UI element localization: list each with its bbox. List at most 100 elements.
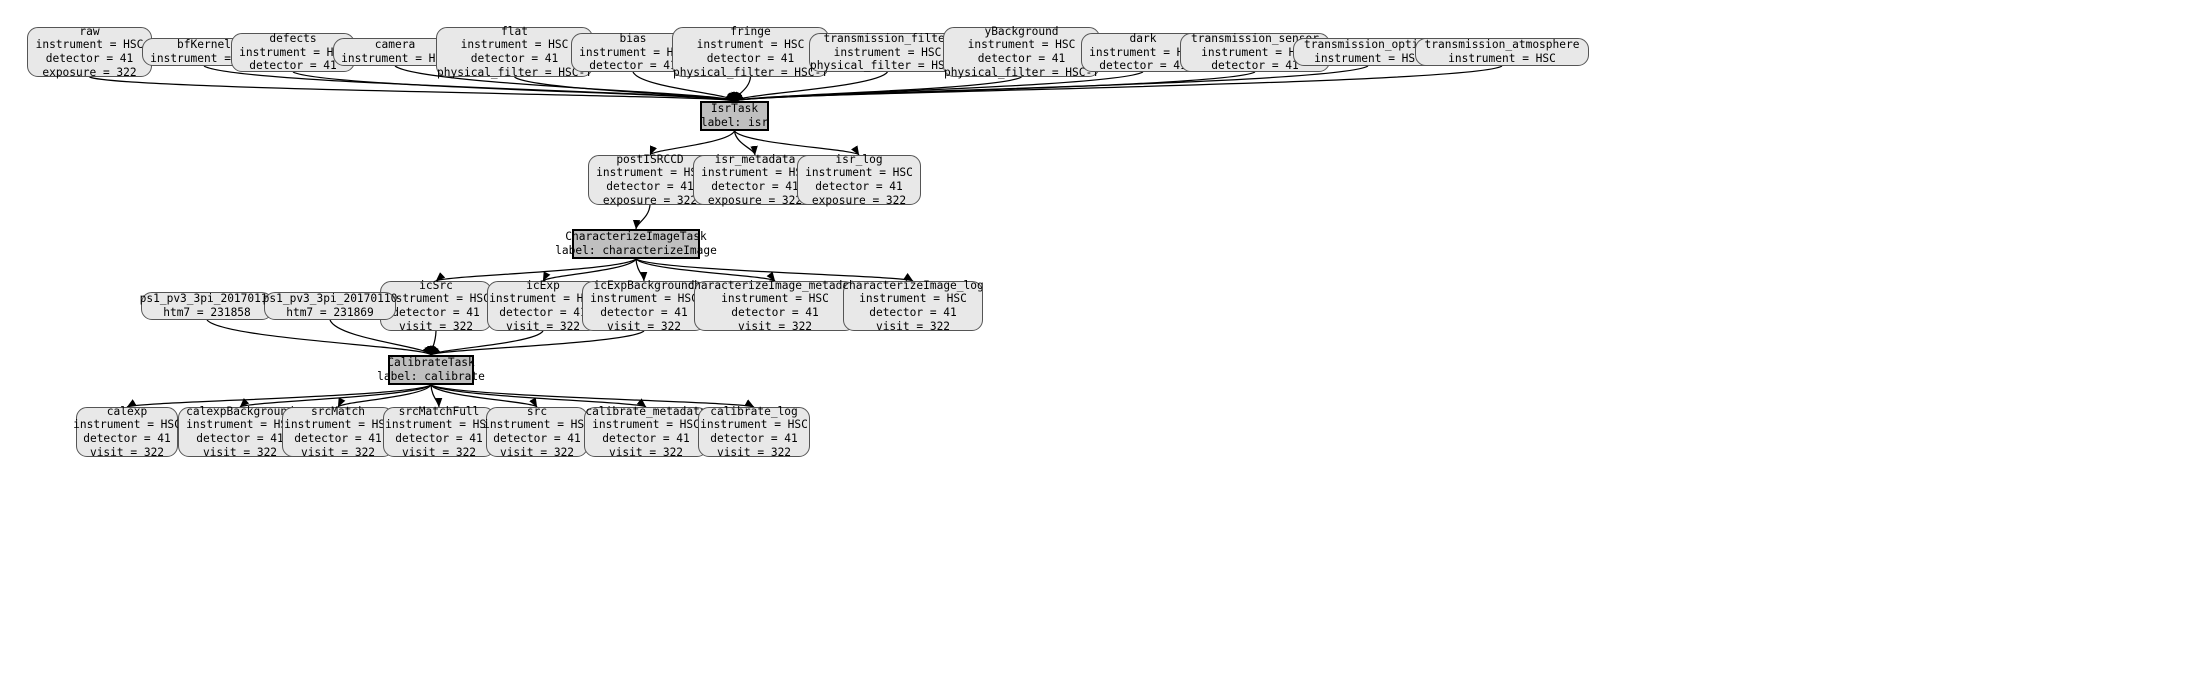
node-title: calexpBackground xyxy=(186,404,294,418)
node-title: IsrTask xyxy=(710,102,759,116)
node-title: calexp xyxy=(106,404,148,418)
node-dimension: instrument = HSC xyxy=(967,38,1076,52)
node-dimension: detector = 41 xyxy=(600,306,688,319)
node-dimension: detector = 41 xyxy=(731,306,819,319)
node-dimension: instrument = HSC xyxy=(859,292,967,306)
edge-yBackground-to-IsrTask xyxy=(734,76,1022,102)
node-dimension: visit = 322 xyxy=(606,319,682,333)
node-title: transmission_atmosphere xyxy=(1424,38,1580,52)
node-dimension: detector = 41 xyxy=(815,180,903,193)
node-dimension: label: calibrate xyxy=(377,370,485,383)
node-dimension: visit = 322 xyxy=(505,319,581,333)
edge-CharacterizeImageTask-to-icSrc xyxy=(435,258,637,282)
edge-fringe-to-IsrTask xyxy=(731,76,752,102)
node-title: transmission_optics xyxy=(1304,38,1432,52)
node-dimension: instrument = HSC xyxy=(1201,45,1309,59)
node-dimension: detector = 41 xyxy=(1099,59,1187,73)
node-title: defects xyxy=(269,32,317,46)
node-title: calibrate_metadata xyxy=(585,404,707,418)
node-title: bias xyxy=(619,32,647,46)
edge-CalibrateTask-to-calibrate_metadata xyxy=(430,384,647,408)
node-dimension: instrument = HSC xyxy=(460,38,569,52)
node-dimension: visit = 322 xyxy=(300,445,376,459)
edge-CalibrateTask-to-srcMatchFull xyxy=(430,384,443,408)
node-dimension: detector = 41 xyxy=(869,306,957,319)
node-dimension: instrument = HSC xyxy=(1448,52,1556,65)
edge-IsrTask-to-postISRCCD xyxy=(649,130,736,156)
node-dimension: detector = 41 xyxy=(83,432,171,445)
node-dimension: detector = 41 xyxy=(392,306,480,319)
node-dimension: detector = 41 xyxy=(589,59,677,73)
node-title: CalibrateTask xyxy=(387,356,475,370)
node-title: icExpBackground xyxy=(593,278,695,292)
node-title: ps1_pv3_3pi_20170110 xyxy=(262,292,398,306)
node-dimension: htm7 = 231858 xyxy=(163,306,251,319)
node-dimension: physical_filter = HSC-Y xyxy=(437,65,592,79)
edge-CharacterizeImageTask-to-icExpBackground xyxy=(635,258,648,282)
node-dimension: instrument = HSC xyxy=(700,418,808,432)
node-title: calibrate_log xyxy=(710,404,798,418)
node-dimension: instrument = HSC xyxy=(382,292,490,306)
node-dimension: instrument = HSC xyxy=(596,166,704,180)
edge-CalibrateTask-to-calibrate_log xyxy=(430,384,755,408)
edge-CalibrateTask-to-src xyxy=(430,384,538,408)
node-title: characterizeImage_log xyxy=(842,278,984,292)
edge-postISRCCD-to-CharacterizeImageTask xyxy=(632,204,651,230)
node-dimension: htm7 = 231869 xyxy=(286,306,374,319)
node-dimension: instrument = HSC xyxy=(489,292,597,306)
node-dimension: visit = 322 xyxy=(737,319,813,333)
node-dimension: instrument = HSC xyxy=(592,418,700,432)
node-dimension: instrument = HSC xyxy=(701,166,809,180)
node-title: icSrc xyxy=(419,278,453,292)
node-dimension: visit = 322 xyxy=(89,445,165,459)
node-title: srcMatch xyxy=(311,404,365,418)
node-dimension: detector = 41 xyxy=(1211,59,1299,73)
node-title: transmission_filter xyxy=(823,32,952,46)
edge-icExp-to-CalibrateTask xyxy=(430,330,544,356)
node-dimension: exposure = 322 xyxy=(811,193,907,207)
node-dimension: instrument = HSC xyxy=(590,292,698,306)
node-title: raw xyxy=(79,24,100,38)
node-dimension: detector = 41 xyxy=(395,432,483,445)
edge-CalibrateTask-to-calexp xyxy=(126,384,432,408)
node-dimension: instrument = HSC xyxy=(186,418,294,432)
node-dimension: detector = 41 xyxy=(710,432,798,445)
node-dimension: instrument = HSC xyxy=(150,52,258,65)
node-title: CharacterizeImageTask xyxy=(565,230,707,244)
node-dimension: exposure = 322 xyxy=(42,65,137,79)
node-dimension: visit = 322 xyxy=(202,445,278,459)
node-dimension: exposure = 322 xyxy=(707,193,803,207)
node-title: yBackground xyxy=(984,24,1059,38)
node-title: transmission_sensor xyxy=(1191,32,1319,46)
node-dimension: physical_filter = HSC-Y xyxy=(944,65,1099,79)
node-title: bfKernel xyxy=(177,38,231,52)
node-dimension: detector = 41 xyxy=(602,432,690,445)
node-dimension: instrument = HSC xyxy=(721,292,829,306)
